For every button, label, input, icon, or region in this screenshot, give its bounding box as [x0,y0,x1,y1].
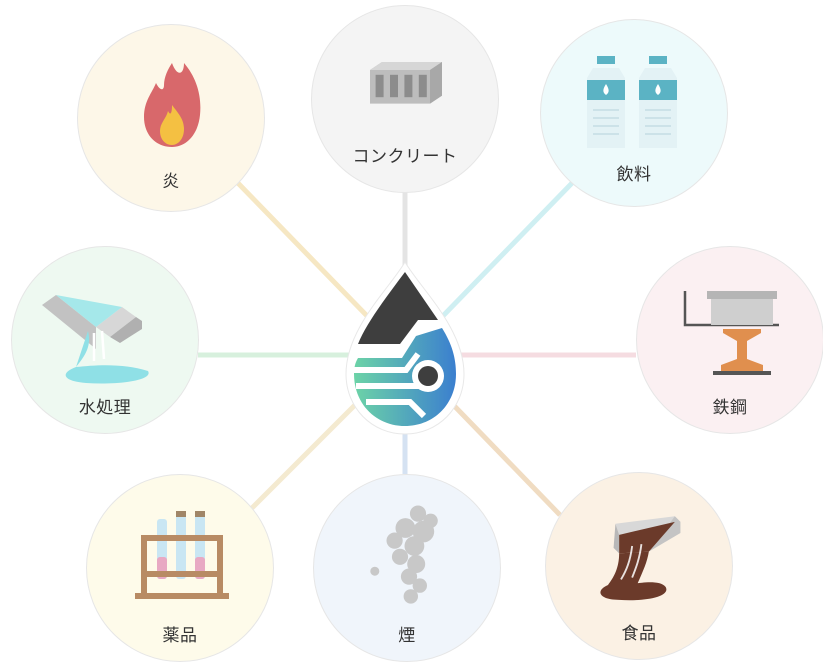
node-label: 食品 [621,624,657,644]
node-label: 飲料 [616,165,652,185]
node-flame[interactable]: 炎 [77,24,265,212]
steel-mold-icon [683,291,779,375]
flame-icon [144,63,201,147]
node-label: 鉄鋼 [712,398,748,418]
node-label: 薬品 [162,626,198,646]
water-channel-icon [42,295,149,384]
node-smoke[interactable]: 煙 [313,474,501,662]
concrete-block-icon [370,62,442,104]
droplet-logo-icon [345,261,465,435]
chocolate-flow-icon [600,516,681,601]
test-tubes-icon [135,511,229,599]
node-label: 水処理 [78,398,132,418]
node-food[interactable]: 食品 [545,472,733,660]
node-label: 煙 [398,626,416,646]
smoke-icon [370,505,438,604]
node-steel[interactable]: 鉄鋼 [636,246,823,434]
bottles-icon [587,56,677,148]
node-label: コンクリート [352,147,458,167]
node-water-treatment[interactable]: 水処理 [11,246,199,434]
node-drink[interactable]: 飲料 [540,19,728,207]
node-medicine[interactable]: 薬品 [86,474,274,662]
node-label: 炎 [162,172,180,192]
node-concrete[interactable]: コンクリート [311,5,499,193]
